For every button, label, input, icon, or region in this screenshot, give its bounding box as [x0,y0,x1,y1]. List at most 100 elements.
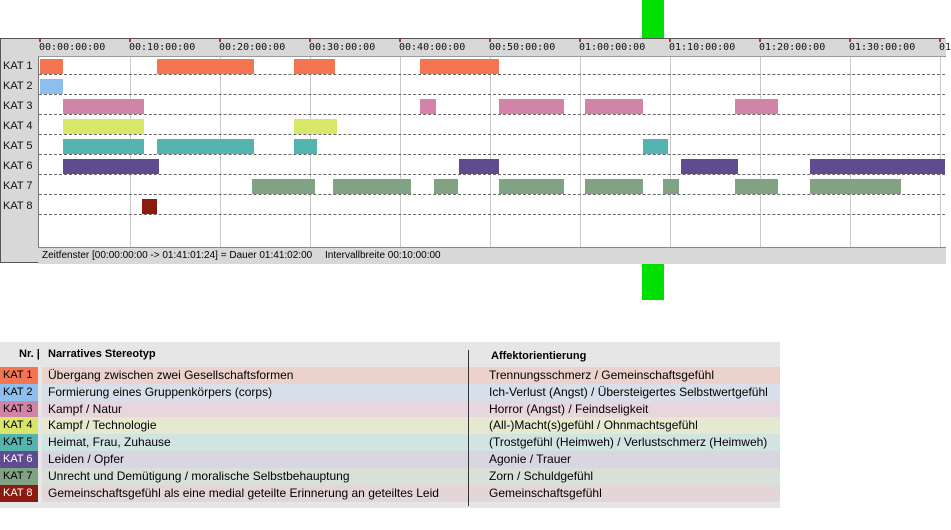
status-bar: Zeitfenster [00:00:00:00 -> 01:41:01:24]… [38,247,946,264]
time-tick-label: 01:10:00:00 [669,42,736,53]
legend-header-stereotyp: Narratives Stereotyp [48,348,156,360]
category-badge: KAT 8 [0,484,38,502]
time-tick-mark [579,39,581,42]
timeline-segment[interactable] [293,59,336,74]
status-interval-text: Intervallbreite 00:10:00:00 [324,250,441,261]
row-guide [39,194,945,195]
legend-stereotyp: Formierung eines Gruppenkörpers (corps) [48,384,273,399]
timeline-segment[interactable] [643,139,669,154]
legend-stereotyp: Unrecht und Demütigung / moralische Selb… [48,468,350,483]
time-tick-mark [399,39,401,42]
timeline-segment[interactable] [62,139,144,154]
legend-row-band [42,451,780,468]
timeline-segment[interactable] [141,199,157,214]
row-label: KAT 4 [3,120,33,132]
timeline-segment[interactable] [419,99,436,114]
timeline-segment[interactable] [62,119,144,134]
timeline-segment[interactable] [680,159,739,174]
row-guide [39,174,945,175]
timeline-segment[interactable] [293,139,318,154]
legend-affekt: Horror (Angst) / Feindseligkeit [489,401,649,416]
grid-line [670,57,671,264]
timeline-segment[interactable] [734,99,778,114]
timeline-segment[interactable] [62,99,144,114]
time-tick-mark [759,39,761,42]
category-badge: KAT 2 [0,383,38,401]
timeline-segment[interactable] [419,59,499,74]
timeline-segment[interactable] [809,159,945,174]
time-tick-mark [849,39,851,42]
timeline-segment[interactable] [40,59,63,74]
timeline-segment[interactable] [251,179,315,194]
row-guide [39,134,945,135]
legend-row-band [42,467,780,485]
row-label: KAT 8 [3,200,33,212]
legend-header: Nr. | Narratives Stereotyp Affektorienti… [0,342,780,367]
time-tick-mark [669,39,671,42]
timeline-segment[interactable] [809,179,902,194]
legend-stereotyp: Kampf / Technologie [48,418,157,433]
legend-stereotyp: Übergang zwischen zwei Gesellschaftsform… [48,368,294,382]
time-tick-label: 01:20:00:00 [759,42,826,53]
legend-header-nr: Nr. | [19,348,40,360]
timeline-segment[interactable] [662,179,679,194]
time-tick-mark [219,39,221,42]
time-tick-mark [129,39,131,42]
category-badge: KAT 4 [0,417,38,435]
time-tick-mark [939,39,941,42]
legend-header-affekt: Affektorientierung [491,350,587,362]
timeline-segment[interactable] [499,179,564,194]
timeline-segment[interactable] [584,179,643,194]
grid-line [580,57,581,264]
legend-row: KAT 8 Gemeinschaftsgefühl als eine medial… [0,484,780,502]
row-label: KAT 3 [3,100,33,112]
timeline-segment[interactable] [40,79,63,94]
legend-row-band [42,383,780,401]
category-badge: KAT 1 [0,367,38,384]
grid-line [400,57,401,264]
timeline-plot[interactable] [38,57,946,264]
time-tick-mark [39,39,41,42]
timeline-segment[interactable] [157,139,255,154]
legend-stereotyp: Leiden / Opfer [48,452,125,466]
row-guide [39,114,945,115]
legend-row-band [42,417,780,435]
timeline-segment[interactable] [458,159,499,174]
time-tick-label: 01:00:00:00 [579,42,646,53]
playhead-marker-top[interactable] [642,0,664,38]
timeline-segment[interactable] [293,119,337,134]
time-tick-label: 00:00:00:00 [39,42,106,53]
time-tick-label: 00:30:00:00 [309,42,376,53]
legend-stereotyp: Gemeinschaftsgefühl als eine medial gete… [48,485,439,500]
row-guide [39,154,945,155]
category-badge: KAT 7 [0,467,38,485]
legend-affekt: Agonie / Trauer [489,452,572,466]
timeline-segment[interactable] [332,179,411,194]
grid-line [760,57,761,264]
time-tick-label: 00:10:00:00 [129,42,196,53]
playhead-marker-bottom[interactable] [642,263,664,300]
legend-affekt: Gemeinschaftsgefühl [489,485,602,500]
time-tick-label: 00:40:00:00 [399,42,466,53]
time-tick-mark [309,39,311,42]
legend-row-band [42,400,780,418]
timeline-segment[interactable] [62,159,159,174]
legend-row-band [42,484,780,502]
timeline-segment[interactable] [584,99,643,114]
timeline-segment[interactable] [499,99,564,114]
timeline-segment[interactable] [157,59,255,74]
timeline-segment[interactable] [434,179,459,194]
legend-stereotyp: Kampf / Natur [48,401,123,416]
row-label: KAT 1 [3,60,33,72]
category-legend: Nr. | Narratives Stereotyp Affektorienti… [0,342,780,508]
legend-row-band [42,367,780,384]
row-label: KAT 5 [3,140,33,152]
row-label: KAT 6 [3,160,33,172]
timeline-segment[interactable] [734,179,778,194]
row-guide [39,94,945,95]
